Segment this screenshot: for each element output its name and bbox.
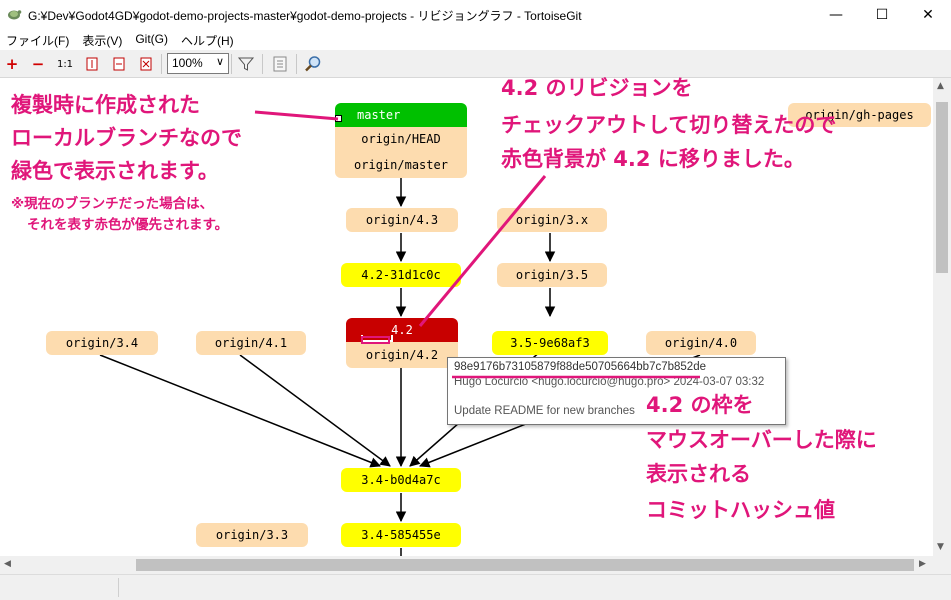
annotation-note-1: ※現在のブランチだった場合は、 (11, 196, 214, 212)
overview-icon (273, 56, 287, 72)
horizontal-scrollbar[interactable]: ◀ ▶ (0, 556, 933, 574)
horizontal-scroll-thumb[interactable] (136, 559, 914, 571)
tortoisegit-app-icon (8, 10, 22, 20)
remote-branch-origin-3-4[interactable]: origin/3.4 (46, 331, 158, 355)
annotation-hover-3: 表示される (646, 462, 751, 486)
scroll-up-icon[interactable]: ▲ (937, 81, 944, 91)
chevron-down-icon: ∨ (215, 56, 224, 68)
remote-branch-origin-master[interactable]: origin/master (335, 151, 467, 178)
minimize-button[interactable]: — (829, 7, 843, 23)
overview-button[interactable] (270, 54, 290, 74)
remote-branch-origin-4-3[interactable]: origin/4.3 (346, 208, 458, 232)
tag-commit-3-5-9e68af3[interactable]: 3.5-9e68af3 (492, 331, 608, 355)
toolbar-separator (296, 54, 297, 74)
actual-size-button[interactable]: 1:1 (56, 58, 74, 70)
window-title: G:¥Dev¥Godot4GD¥godot-demo-projects-mast… (28, 9, 582, 23)
fit-width-button[interactable] (109, 54, 129, 74)
fit-window-icon (140, 57, 152, 71)
annotation-local-branch-3: 緑色で表示されます。 (11, 159, 219, 183)
edge (99, 354, 381, 468)
annotation-local-branch-2: ローカルブランチなので (11, 126, 242, 150)
search-icon (305, 56, 321, 72)
current-marker (335, 115, 342, 122)
fit-window-button[interactable] (136, 54, 156, 74)
remote-branch-origin-3-3[interactable]: origin/3.3 (196, 523, 308, 547)
scroll-right-icon[interactable]: ▶ (919, 559, 926, 569)
toolbar-separator (231, 54, 232, 74)
remote-branch-origin-4-2[interactable]: origin/4.2 (346, 342, 458, 368)
fit-height-icon (86, 57, 98, 71)
remote-branch-origin-4-0[interactable]: origin/4.0 (646, 331, 756, 355)
remote-branch-origin-head[interactable]: origin/HEAD (335, 127, 467, 151)
toolbar: + − 1:1 (0, 50, 951, 78)
remote-branch-origin-gh-pages[interactable]: origin/gh-pages (788, 103, 931, 127)
annotation-checkout-1: 4.2 のリビジョンを (501, 76, 693, 100)
menu-git[interactable]: Git(G) (135, 32, 168, 46)
zoom-select[interactable]: 100% ∨ (167, 53, 229, 74)
status-divider (118, 578, 119, 597)
tooltip-hash: 98e9176b73105879f88de50705664bb7c7b852de (454, 361, 706, 373)
annotation-checkout-2: チェックアウトして切り替えたので (501, 113, 837, 137)
filter-button[interactable] (236, 54, 256, 74)
status-bar (0, 574, 951, 600)
hover-underline (361, 335, 393, 342)
menu-file[interactable]: ファイル(F) (6, 34, 70, 48)
local-branch-master[interactable]: master (335, 103, 467, 127)
title-bar: G:¥Dev¥Godot4GD¥godot-demo-projects-mast… (0, 0, 951, 30)
remote-branch-origin-4-1[interactable]: origin/4.1 (196, 331, 306, 355)
toolbar-separator (161, 54, 162, 74)
tag-commit-3-4-b0d4a7c[interactable]: 3.4-b0d4a7c (341, 468, 461, 492)
tooltip-author: Hugo Locurcio <hugo.locurcio@hugo.pro> 2… (454, 376, 765, 388)
annotation-checkout-3: 赤色背景が 4.2 に移りました。 (501, 147, 805, 171)
remote-branch-origin-3-x[interactable]: origin/3.x (497, 208, 607, 232)
vertical-scrollbar[interactable]: ▲ ▼ (933, 78, 951, 556)
menu-bar: ファイル(F) 表示(V) Git(G) ヘルプ(H) (0, 30, 951, 50)
commit-tooltip: 98e9176b73105879f88de50705664bb7c7b852de… (447, 357, 786, 425)
annotation-local-branch-1: 複製時に作成された (11, 93, 200, 117)
tag-commit-3-4-585455e[interactable]: 3.4-585455e (341, 523, 461, 547)
tag-commit-4-2-31d1c0c[interactable]: 4.2-31d1c0c (341, 263, 461, 287)
search-button[interactable] (303, 54, 323, 74)
fit-width-icon (113, 57, 125, 71)
annotation-hover-2: マウスオーバーした際に (646, 428, 877, 452)
menu-help[interactable]: ヘルプ(H) (181, 34, 234, 48)
scroll-down-icon[interactable]: ▼ (937, 542, 944, 552)
zoom-out-button[interactable]: − (31, 55, 45, 73)
maximize-button[interactable]: ☐ (875, 7, 889, 23)
annotation-hover-4: コミットハッシュ値 (646, 498, 835, 522)
tooltip-message: Update README for new branches (454, 405, 635, 417)
zoom-value: 100% (172, 56, 203, 70)
close-button[interactable]: ✕ (922, 7, 934, 23)
remote-branch-origin-3-5[interactable]: origin/3.5 (497, 263, 607, 287)
menu-view[interactable]: 表示(V) (82, 34, 123, 48)
scroll-left-icon[interactable]: ◀ (4, 559, 11, 569)
scrollbar-corner (933, 556, 951, 574)
fit-height-button[interactable] (82, 54, 102, 74)
filter-icon (238, 57, 254, 71)
vertical-scroll-thumb[interactable] (936, 102, 948, 273)
toolbar-separator (262, 54, 263, 74)
annotation-hover-1: 4.2 の枠を (646, 393, 754, 417)
zoom-in-button[interactable]: + (5, 55, 19, 73)
edge (239, 354, 391, 467)
annotation-note-2: それを表す赤色が優先されます。 (27, 217, 229, 233)
